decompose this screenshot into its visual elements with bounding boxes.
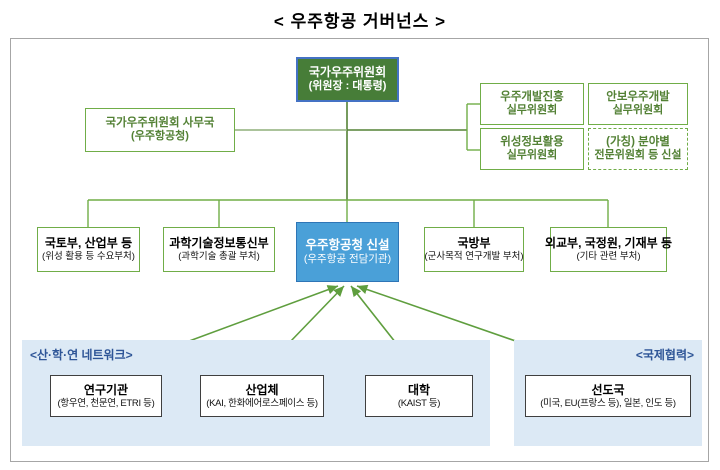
box-subcommittee-space-development: 우주개발진흥 실무위원회	[480, 83, 584, 125]
box-secretariat: 국가우주위원회 사무국 (우주항공청)	[85, 108, 235, 152]
box-title: 연구기관	[83, 382, 129, 397]
box-title: 우주항공청 신설	[305, 237, 390, 252]
box-title: 국토부, 산업부 등	[44, 236, 133, 251]
box-national-space-committee: 국가우주위원회 (위원장 : 대통령)	[296, 57, 399, 102]
box-title: 국가우주위원회 사무국	[105, 116, 215, 129]
box-title: 안보우주개발	[606, 90, 670, 103]
box-subtitle: (우주항공청)	[131, 130, 189, 143]
panel-network: <산·학·연 네트워크> 연구기관 (항우연, 천문연, ETRI 등) 산업체…	[22, 340, 490, 446]
box-title: (가칭) 분야별	[606, 135, 670, 148]
diagram-title: < 우주항공 거버넌스 >	[273, 12, 447, 31]
box-industry: 산업체 (KAI, 한화에어로스페이스 등)	[200, 375, 324, 417]
box-subtitle: 실무위원회	[506, 149, 558, 162]
panel-international-label: <국제협력>	[635, 348, 694, 362]
box-subtitle: 전문위원회 등 신설	[594, 149, 682, 162]
box-subtitle: (항우연, 천문연, ETRI 등)	[57, 397, 155, 409]
box-subtitle: (위원장 : 대통령)	[308, 80, 387, 93]
box-subtitle: (KAI, 한화에어로스페이스 등)	[206, 397, 318, 409]
box-title: 국가우주위원회	[308, 65, 387, 80]
box-title: 위성정보활용	[500, 135, 564, 148]
box-subtitle: (KAIST 등)	[397, 397, 441, 409]
box-subtitle: (기타 관련 부처)	[576, 251, 641, 263]
box-subtitle: (미국, EU(프랑스 등), 일본, 인도 등)	[540, 397, 676, 409]
box-subcommittee-expert-new: (가칭) 분야별 전문위원회 등 신설	[588, 128, 688, 170]
box-subtitle: (군사목적 연구개발 부처)	[424, 251, 524, 263]
box-subtitle: 실무위원회	[612, 104, 664, 117]
box-ministry-foreign-etc: 외교부, 국정원, 기재부 등 (기타 관련 부처)	[545, 227, 672, 272]
box-title: 우주개발진흥	[500, 90, 564, 103]
box-leading-countries: 선도국 (미국, EU(프랑스 등), 일본, 인도 등)	[525, 375, 691, 417]
box-subtitle: (과학기술 총괄 부처)	[178, 251, 260, 263]
box-title: 외교부, 국정원, 기재부 등	[544, 236, 673, 251]
box-subcommittee-satellite-info: 위성정보활용 실무위원회	[480, 128, 584, 170]
box-subcommittee-security-space: 안보우주개발 실무위원회	[588, 83, 688, 125]
box-subtitle: (위성 활용 등 수요부처)	[42, 251, 135, 263]
panel-network-label: <산·학·연 네트워크>	[30, 348, 133, 362]
panel-international: <국제협력> 선도국 (미국, EU(프랑스 등), 일본, 인도 등)	[514, 340, 702, 446]
box-ministry-land-industry: 국토부, 산업부 등 (위성 활용 등 수요부처)	[37, 227, 140, 272]
box-title: 과학기술정보통신부	[169, 236, 269, 251]
box-subtitle: 실무위원회	[506, 104, 558, 117]
box-subtitle: (우주항공 전담기관)	[303, 253, 392, 266]
box-title: 선도국	[591, 382, 625, 397]
box-ministry-science-ict: 과학기술정보통신부 (과학기술 총괄 부처)	[163, 227, 275, 272]
box-research-institutes: 연구기관 (항우연, 천문연, ETRI 등)	[50, 375, 162, 417]
box-title: 대학	[407, 382, 431, 397]
box-ministry-defense: 국방부 (군사목적 연구개발 부처)	[424, 227, 524, 272]
box-space-agency-new: 우주항공청 신설 (우주항공 전담기관)	[296, 222, 399, 282]
box-university: 대학 (KAIST 등)	[365, 375, 473, 417]
box-title: 국방부	[457, 236, 491, 251]
box-title: 산업체	[245, 382, 279, 397]
